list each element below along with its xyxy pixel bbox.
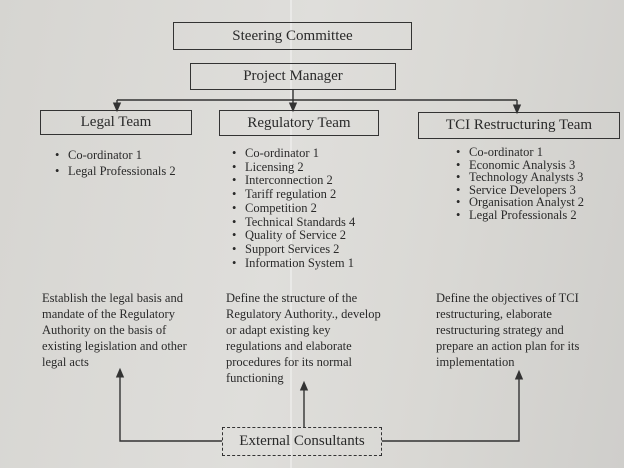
list-item: Tariff regulation 2 [232, 187, 355, 202]
list-item: Quality of Service 2 [232, 229, 355, 243]
list-item: Information System 1 [232, 256, 355, 271]
tci-team-description: Define the objectives of TCI restructuri… [436, 291, 580, 369]
list-item: Legal Professionals 2 [456, 209, 584, 222]
external-consultants-box: External Consultants [222, 427, 382, 456]
list-item: Legal Professionals 2 [55, 163, 176, 179]
list-item: Licensing 2 [232, 160, 355, 175]
project-manager-box: Project Manager [190, 63, 396, 90]
list-item: Technology Analysts 3 [456, 171, 584, 184]
regulatory-team-box: Regulatory Team [219, 110, 379, 136]
list-item: Co-ordinator 1 [55, 147, 176, 163]
legal-members-list: Co-ordinator 1 Legal Professionals 2 [55, 147, 176, 179]
list-item: Interconnection 2 [232, 174, 355, 188]
list-item: Organisation Analyst 2 [456, 196, 584, 209]
list-item: Support Services 2 [232, 242, 355, 257]
legal-team-description: Establish the legal basis and mandate of… [42, 291, 187, 369]
tci-members-list: Co-ordinator 1 Economic Analysis 3 Techn… [456, 146, 584, 222]
tci-team-box: TCI Restructuring Team [418, 112, 620, 139]
list-item: Technical Standards 4 [232, 215, 355, 230]
legal-team-box: Legal Team [40, 110, 192, 135]
list-item: Service Developers 3 [456, 184, 584, 197]
list-item: Co-ordinator 1 [456, 146, 584, 159]
regulatory-team-description: Define the structure of the Regulatory A… [226, 291, 381, 385]
consultant-to-tci [382, 369, 524, 442]
list-item: Co-ordinator 1 [232, 146, 355, 161]
list-item: Competition 2 [232, 201, 355, 216]
list-item: Economic Analysis 3 [456, 158, 584, 172]
consultant-to-legal [115, 367, 222, 442]
regulatory-members-list: Co-ordinator 1 Licensing 2 Interconnecti… [232, 146, 355, 271]
steering-committee-box: Steering Committee [173, 22, 412, 50]
